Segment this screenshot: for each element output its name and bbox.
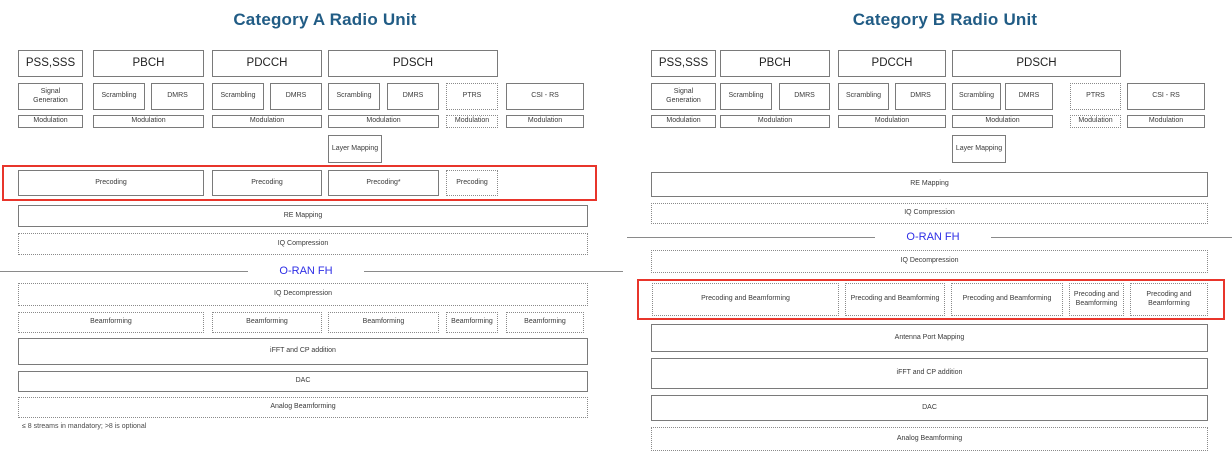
- a-box-pss-sss: PSS,SSS: [18, 50, 83, 77]
- a-box-modulation-pbch: Modulation: [93, 115, 204, 128]
- a-box-precoding-4: Precoding: [446, 170, 498, 196]
- b-box-modulation-pss: Modulation: [651, 115, 716, 128]
- a-box-precoding-star: Precoding*: [328, 170, 439, 196]
- a-box-beamforming-4: Beamforming: [446, 312, 498, 333]
- b-box-precoding-bf-5: Precoding and Beamforming: [1130, 283, 1208, 316]
- a-box-modulation-csi: Modulation: [506, 115, 584, 128]
- category-a-title: Category A Radio Unit: [233, 10, 417, 29]
- a-box-beamforming-3: Beamforming: [328, 312, 439, 333]
- a-box-modulation-pss: Modulation: [18, 115, 83, 128]
- a-box-dmrs-pdcch: DMRS: [270, 83, 322, 110]
- a-box-signal-generation: Signal Generation: [18, 83, 83, 110]
- b-fronthaul-label: O-RAN FH: [875, 230, 991, 244]
- a-box-dac: DAC: [18, 371, 588, 392]
- b-box-iq-decompression: IQ Decompression: [651, 250, 1208, 273]
- b-box-precoding-bf-1: Precoding and Beamforming: [652, 283, 839, 316]
- b-box-re-mapping: RE Mapping: [651, 172, 1208, 197]
- b-box-dmrs-pbch: DMRS: [779, 83, 830, 110]
- a-box-scrambling-pbch: Scrambling: [93, 83, 145, 110]
- b-box-layer-mapping: Layer Mapping: [952, 135, 1006, 163]
- a-box-ptrs: PTRS: [446, 83, 498, 110]
- b-box-precoding-bf-3: Precoding and Beamforming: [951, 283, 1063, 316]
- b-box-dac: DAC: [651, 395, 1208, 421]
- a-box-ifft-cp: iFFT and CP addition: [18, 338, 588, 365]
- a-box-dmrs-pdsch: DMRS: [387, 83, 439, 110]
- a-box-dmrs-pbch: DMRS: [151, 83, 204, 110]
- a-box-modulation-pdsch: Modulation: [328, 115, 439, 128]
- a-box-pdsch: PDSCH: [328, 50, 498, 77]
- b-box-scrambling-pbch: Scrambling: [720, 83, 772, 110]
- a-box-pbch: PBCH: [93, 50, 204, 77]
- b-box-modulation-pdsch: Modulation: [952, 115, 1053, 128]
- a-footnote: ≤ 8 streams in mandatory; >8 is optional: [22, 423, 147, 430]
- b-box-scrambling-pdcch: Scrambling: [838, 83, 889, 110]
- b-box-dmrs-pdcch: DMRS: [895, 83, 946, 110]
- a-box-modulation-ptrs: Modulation: [446, 115, 498, 128]
- b-box-ifft-cp: iFFT and CP addition: [651, 358, 1208, 389]
- a-fronthaul-label: O-RAN FH: [248, 264, 364, 278]
- a-box-layer-mapping: Layer Mapping: [328, 135, 382, 163]
- a-box-iq-compression: IQ Compression: [18, 233, 588, 255]
- b-box-analog-beamforming: Analog Beamforming: [651, 427, 1208, 451]
- b-box-pdsch: PDSCH: [952, 50, 1121, 77]
- b-box-pss-sss: PSS,SSS: [651, 50, 716, 77]
- a-box-iq-decompression: IQ Decompression: [18, 283, 588, 306]
- a-box-precoding-2: Precoding: [212, 170, 322, 196]
- a-box-csi-rs: CSI - RS: [506, 83, 584, 110]
- b-box-signal-generation: Signal Generation: [651, 83, 716, 110]
- a-precoding-highlight-rect: [2, 165, 597, 201]
- b-box-csi-rs: CSI - RS: [1127, 83, 1205, 110]
- a-box-scrambling-pdcch: Scrambling: [212, 83, 264, 110]
- a-box-re-mapping: RE Mapping: [18, 205, 588, 227]
- a-box-scrambling-pdsch: Scrambling: [328, 83, 380, 110]
- a-box-precoding-1: Precoding: [18, 170, 204, 196]
- a-box-beamforming-5: Beamforming: [506, 312, 584, 333]
- b-box-antenna-port-mapping: Antenna Port Mapping: [651, 324, 1208, 352]
- b-box-modulation-csi: Modulation: [1127, 115, 1205, 128]
- a-box-beamforming-1: Beamforming: [18, 312, 204, 333]
- b-precoding-highlight-rect: [637, 279, 1225, 320]
- b-box-precoding-bf-2: Precoding and Beamforming: [845, 283, 945, 316]
- b-box-modulation-pdcch: Modulation: [838, 115, 946, 128]
- a-box-beamforming-2: Beamforming: [212, 312, 322, 333]
- b-box-modulation-pbch: Modulation: [720, 115, 830, 128]
- a-box-analog-beamforming: Analog Beamforming: [18, 397, 588, 418]
- a-box-modulation-pdcch: Modulation: [212, 115, 322, 128]
- b-box-precoding-bf-4: Precoding and Beamforming: [1069, 283, 1124, 316]
- category-b-title: Category B Radio Unit: [852, 10, 1038, 29]
- a-box-pdcch: PDCCH: [212, 50, 322, 77]
- b-box-modulation-ptrs: Modulation: [1070, 115, 1121, 128]
- b-box-pdcch: PDCCH: [838, 50, 946, 77]
- b-box-ptrs: PTRS: [1070, 83, 1121, 110]
- b-box-scrambling-pdsch: Scrambling: [952, 83, 1001, 110]
- b-box-dmrs-pdsch: DMRS: [1005, 83, 1053, 110]
- b-box-iq-compression: IQ Compression: [651, 203, 1208, 224]
- b-box-pbch: PBCH: [720, 50, 830, 77]
